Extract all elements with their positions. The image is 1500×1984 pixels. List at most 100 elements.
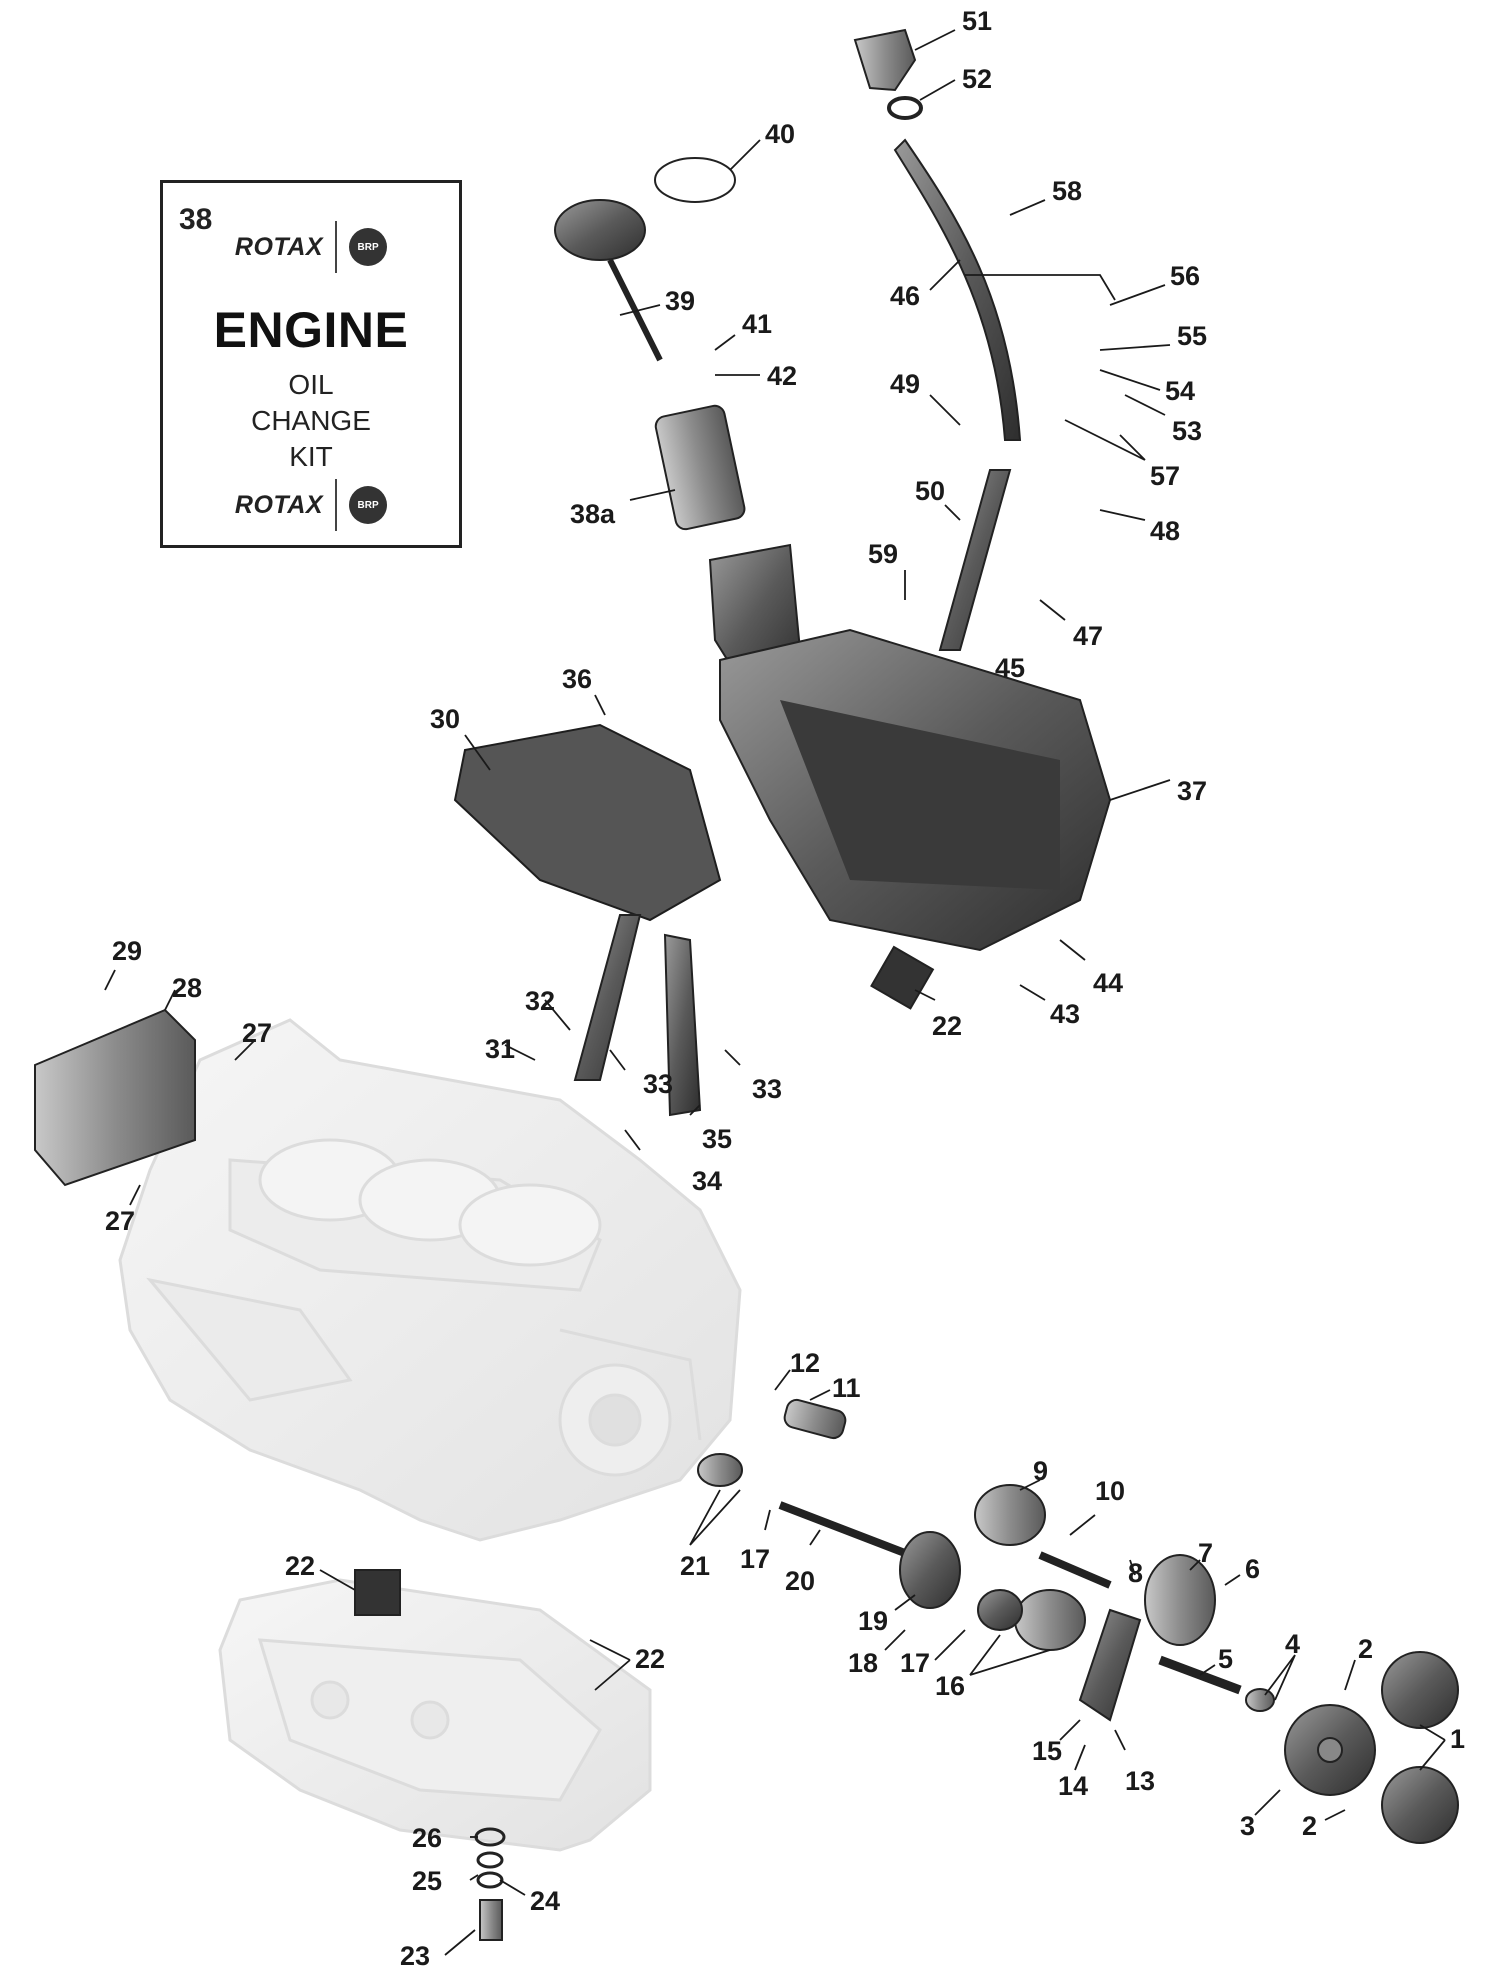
callout-24: 24 bbox=[530, 1886, 560, 1916]
part-40-oring bbox=[654, 157, 736, 203]
part-38a-oil-filter bbox=[654, 404, 746, 531]
part-45-tube bbox=[938, 469, 1012, 651]
callout-9: 9 bbox=[1033, 1456, 1048, 1486]
callout-38a: 38a bbox=[570, 499, 616, 529]
callout-2-upper: 2 bbox=[1358, 1634, 1373, 1664]
part-1-gear-lower bbox=[1381, 1766, 1459, 1844]
callout-21: 21 bbox=[680, 1551, 710, 1581]
callout-40: 40 bbox=[765, 119, 795, 149]
callout-17-lower: 17 bbox=[900, 1648, 930, 1678]
callout-46: 46 bbox=[890, 281, 920, 311]
brp-logo-icon: BRP bbox=[349, 228, 388, 266]
part-4-bushing bbox=[1245, 1688, 1275, 1712]
callout-6: 6 bbox=[1245, 1554, 1260, 1584]
callout-10: 10 bbox=[1095, 1476, 1125, 1506]
callout-27-lower: 27 bbox=[105, 1206, 135, 1236]
part-9-rotor bbox=[974, 1484, 1046, 1546]
callout-50: 50 bbox=[915, 476, 945, 506]
callout-8: 8 bbox=[1128, 1558, 1143, 1588]
callout-30: 30 bbox=[430, 704, 460, 734]
callout-25: 25 bbox=[412, 1866, 442, 1896]
leader-lines bbox=[104, 29, 1446, 1956]
brand-row-top: ROTAX BRP bbox=[163, 221, 459, 273]
part-30-plate bbox=[453, 723, 722, 922]
part-25-ring bbox=[476, 1851, 504, 1869]
kit-number: 38 bbox=[179, 203, 213, 236]
callout-11: 11 bbox=[832, 1373, 861, 1403]
kit-line-change: CHANGE bbox=[251, 405, 371, 436]
brand-divider bbox=[335, 479, 338, 531]
kit-title: ENGINE bbox=[213, 302, 409, 358]
callout-54: 54 bbox=[1165, 376, 1195, 406]
brand-divider bbox=[335, 221, 338, 273]
callout-36: 36 bbox=[562, 664, 592, 694]
part-14-plate bbox=[1078, 1608, 1142, 1722]
kit-line-oil: OIL bbox=[288, 369, 334, 400]
part-46-dipstick-tube bbox=[893, 138, 1022, 441]
part-18-housing bbox=[899, 1531, 961, 1609]
callout-55: 55 bbox=[1177, 321, 1207, 351]
callout-13: 13 bbox=[1125, 1766, 1155, 1796]
callout-2-lower: 2 bbox=[1302, 1811, 1317, 1841]
callout-59: 59 bbox=[868, 539, 898, 569]
callout-26: 26 bbox=[412, 1823, 442, 1853]
callout-51: 51 bbox=[962, 6, 992, 36]
callout-28: 28 bbox=[172, 973, 202, 1003]
callout-33-right: 33 bbox=[752, 1074, 782, 1104]
rotax-logo-bottom: ROTAX bbox=[234, 490, 324, 519]
callout-58: 58 bbox=[1052, 176, 1082, 206]
callout-19: 19 bbox=[858, 1606, 888, 1636]
callout-14: 14 bbox=[1058, 1771, 1088, 1801]
part-11-valve bbox=[783, 1398, 847, 1440]
callout-49: 49 bbox=[890, 369, 920, 399]
rotax-logo-top: ROTAX bbox=[234, 232, 324, 261]
callout-18: 18 bbox=[848, 1648, 878, 1678]
part-16-rotor bbox=[1014, 1589, 1086, 1651]
kit-line-kit: KIT bbox=[289, 441, 333, 472]
callout-42: 42 bbox=[767, 361, 797, 391]
callout-48: 48 bbox=[1150, 516, 1180, 546]
callout-17-upper: 17 bbox=[740, 1544, 770, 1574]
part-32-pipe bbox=[573, 914, 642, 1081]
callout-15: 15 bbox=[1032, 1736, 1062, 1766]
callout-56: 56 bbox=[1170, 261, 1200, 291]
callout-23: 23 bbox=[400, 1941, 430, 1971]
callout-44: 44 bbox=[1093, 968, 1123, 998]
callout-31: 31 bbox=[485, 1034, 515, 1064]
part-20-shaft bbox=[778, 1501, 912, 1559]
part-10-shaft bbox=[1038, 1551, 1112, 1589]
callout-39: 39 bbox=[665, 286, 695, 316]
callout-33-left: 33 bbox=[643, 1069, 673, 1099]
part-1-gear-upper bbox=[1381, 1651, 1459, 1729]
part-22-screen bbox=[870, 945, 935, 1010]
callout-41: 41 bbox=[742, 309, 772, 339]
callout-4: 4 bbox=[1285, 1629, 1300, 1659]
part-24-ring bbox=[476, 1871, 504, 1889]
callout-5: 5 bbox=[1218, 1644, 1233, 1674]
callout-22-upper: 22 bbox=[932, 1011, 962, 1041]
callout-22-lower-right: 22 bbox=[635, 1644, 665, 1674]
part-23-drain-plug bbox=[479, 1899, 503, 1941]
callout-52: 52 bbox=[962, 64, 992, 94]
engine-block-ghost bbox=[118, 1018, 742, 1852]
callout-29: 29 bbox=[112, 936, 142, 966]
callout-43: 43 bbox=[1050, 999, 1080, 1029]
part-51-dipstick-cap bbox=[853, 28, 917, 92]
callout-57: 57 bbox=[1150, 461, 1180, 491]
callout-3: 3 bbox=[1240, 1811, 1255, 1841]
callout-16: 16 bbox=[935, 1671, 965, 1701]
callout-1: 1 bbox=[1450, 1724, 1465, 1754]
part-7-cover bbox=[1144, 1554, 1216, 1646]
brand-row-bottom: ROTAX BRP bbox=[163, 479, 459, 531]
callout-27-upper: 27 bbox=[242, 1018, 272, 1048]
part-52-oring bbox=[887, 96, 923, 120]
callout-12: 12 bbox=[790, 1348, 820, 1378]
callout-32: 32 bbox=[525, 986, 555, 1016]
callout-35: 35 bbox=[702, 1124, 732, 1154]
brp-logo-icon: BRP bbox=[349, 486, 388, 524]
callout-45: 45 bbox=[995, 653, 1025, 683]
callout-34: 34 bbox=[692, 1166, 722, 1196]
oil-change-kit-box: 38 ROTAX BRP ENGINE OIL CHANGE KIT ROTAX… bbox=[160, 180, 462, 548]
